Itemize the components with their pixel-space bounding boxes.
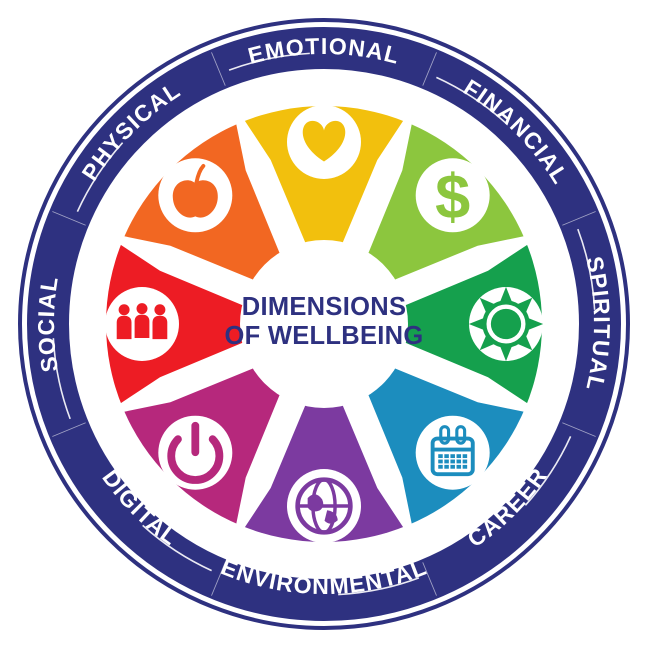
- ring-connector: [228, 52, 310, 71]
- ring-tick: [422, 562, 437, 596]
- ring-tick: [211, 52, 226, 86]
- people-icon[interactable]: [105, 287, 179, 361]
- ring-connector: [52, 338, 71, 420]
- ring-tick: [52, 211, 86, 226]
- sun-icon[interactable]: [468, 286, 544, 362]
- segment-icon-group: $: [105, 105, 544, 543]
- ring-tick: [211, 562, 226, 596]
- ring-connector: [338, 577, 420, 596]
- center-hub: [240, 240, 408, 408]
- ring-divider-ticks: [52, 52, 596, 596]
- calendar-icon[interactable]: [415, 415, 490, 490]
- heart-icon[interactable]: [287, 105, 361, 179]
- apple-icon[interactable]: [158, 158, 233, 233]
- globe-icon[interactable]: [287, 469, 361, 543]
- ring-label-social: SOCIAL: [33, 274, 63, 374]
- dollar-icon[interactable]: $: [415, 158, 490, 233]
- ring-tick: [562, 422, 596, 437]
- ring-connector: [76, 142, 124, 212]
- ring-label-text: SOCIAL: [33, 274, 62, 374]
- ring-label-physical: PHYSICAL: [76, 76, 185, 185]
- ring-label-text: PHYSICAL: [76, 76, 183, 185]
- ring-connector: [577, 228, 596, 310]
- ring-connector: [524, 436, 572, 506]
- center-title-line2: OF WELLBEING: [224, 322, 423, 350]
- ring-connector: [142, 524, 212, 572]
- ring-tick: [52, 422, 86, 437]
- ring-tick: [422, 52, 437, 86]
- svg-text:$: $: [435, 163, 470, 233]
- center-title-line1: DIMENSIONS: [242, 293, 407, 321]
- ring-tick: [562, 211, 596, 226]
- ring-connector: [436, 76, 506, 124]
- label-ring-band: [27, 27, 621, 621]
- power-icon[interactable]: [158, 415, 233, 490]
- outer-ring-stroke: [18, 18, 630, 630]
